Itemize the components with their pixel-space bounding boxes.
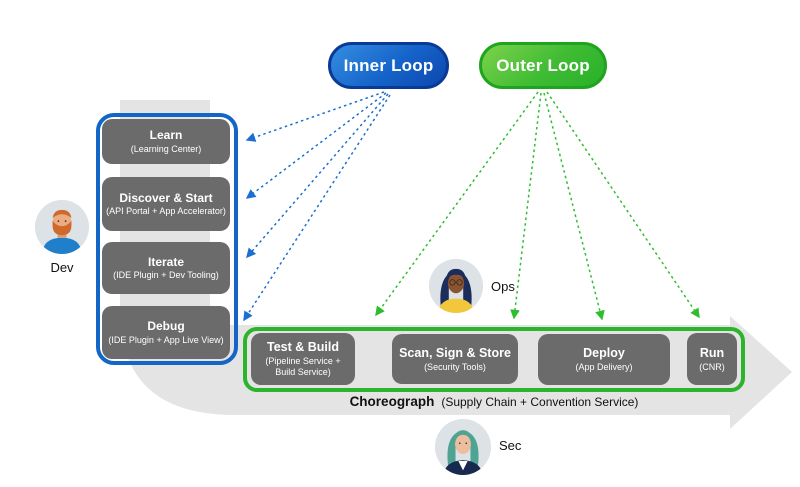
step-debug-subtitle: (IDE Plugin + App Live View) <box>108 334 224 345</box>
step-run: Run (CNR) <box>687 333 737 385</box>
inner-loop-label: Inner Loop <box>343 55 434 75</box>
inner-loop-pill: Inner Loop <box>328 42 449 89</box>
outer-loop-arrows <box>375 91 700 321</box>
step-test-build: Test & Build (Pipeline Service + Build S… <box>251 333 355 385</box>
step-run-title: Run <box>699 345 725 360</box>
step-discover-start: Discover & Start (API Portal + App Accel… <box>102 177 230 231</box>
step-test-build-subtitle: (Pipeline Service + Build Service) <box>265 356 341 377</box>
step-iterate-title: Iterate <box>147 254 185 269</box>
dev-persona-label: Dev <box>50 260 74 275</box>
outer-loop-label: Outer Loop <box>496 55 590 75</box>
step-scan-sign-store: Scan, Sign & Store (Security Tools) <box>392 334 518 384</box>
step-deploy-title: Deploy <box>583 346 625 361</box>
inner-loop-frame <box>96 113 238 365</box>
step-test-build-title: Test & Build <box>267 340 339 355</box>
ops-persona-label: Ops <box>491 279 515 294</box>
step-iterate-subtitle: (IDE Plugin + Dev Tooling) <box>113 270 219 281</box>
outer-loop-pill: Outer Loop <box>479 42 607 89</box>
step-debug: Debug (IDE Plugin + App Live View) <box>102 306 230 359</box>
step-scan-sign-store-title: Scan, Sign & Store <box>399 345 511 360</box>
step-iterate: Iterate (IDE Plugin + Dev Tooling) <box>102 242 230 294</box>
dev-avatar-icon <box>35 200 89 254</box>
step-scan-sign-store-subtitle: (Security Tools) <box>424 361 486 372</box>
step-discover-start-title: Discover & Start <box>119 190 213 205</box>
choreograph-subtitle: (Supply Chain + Convention Service) <box>441 395 639 409</box>
step-discover-start-subtitle: (API Portal + App Accelerator) <box>106 206 226 217</box>
choreograph-title: Choreograph <box>349 394 435 409</box>
outer-loop-frame <box>243 327 745 392</box>
inner-loop-arrows <box>243 91 391 322</box>
dev-avatar <box>35 200 89 254</box>
choreograph-caption: Choreograph (Supply Chain + Convention S… <box>243 394 745 409</box>
ops-avatar-icon <box>429 259 483 313</box>
sec-avatar-icon <box>435 419 491 475</box>
step-deploy-subtitle: (App Delivery) <box>575 362 633 373</box>
step-deploy: Deploy (App Delivery) <box>538 334 670 385</box>
ops-avatar <box>429 259 483 313</box>
sec-persona-label: Sec <box>499 438 522 453</box>
step-learn-subtitle: (Learning Center) <box>130 143 202 154</box>
sec-avatar <box>435 419 491 475</box>
step-learn-title: Learn <box>149 128 183 143</box>
step-run-subtitle: (CNR) <box>699 361 725 372</box>
step-debug-title: Debug <box>147 319 185 334</box>
step-learn: Learn (Learning Center) <box>102 119 230 164</box>
